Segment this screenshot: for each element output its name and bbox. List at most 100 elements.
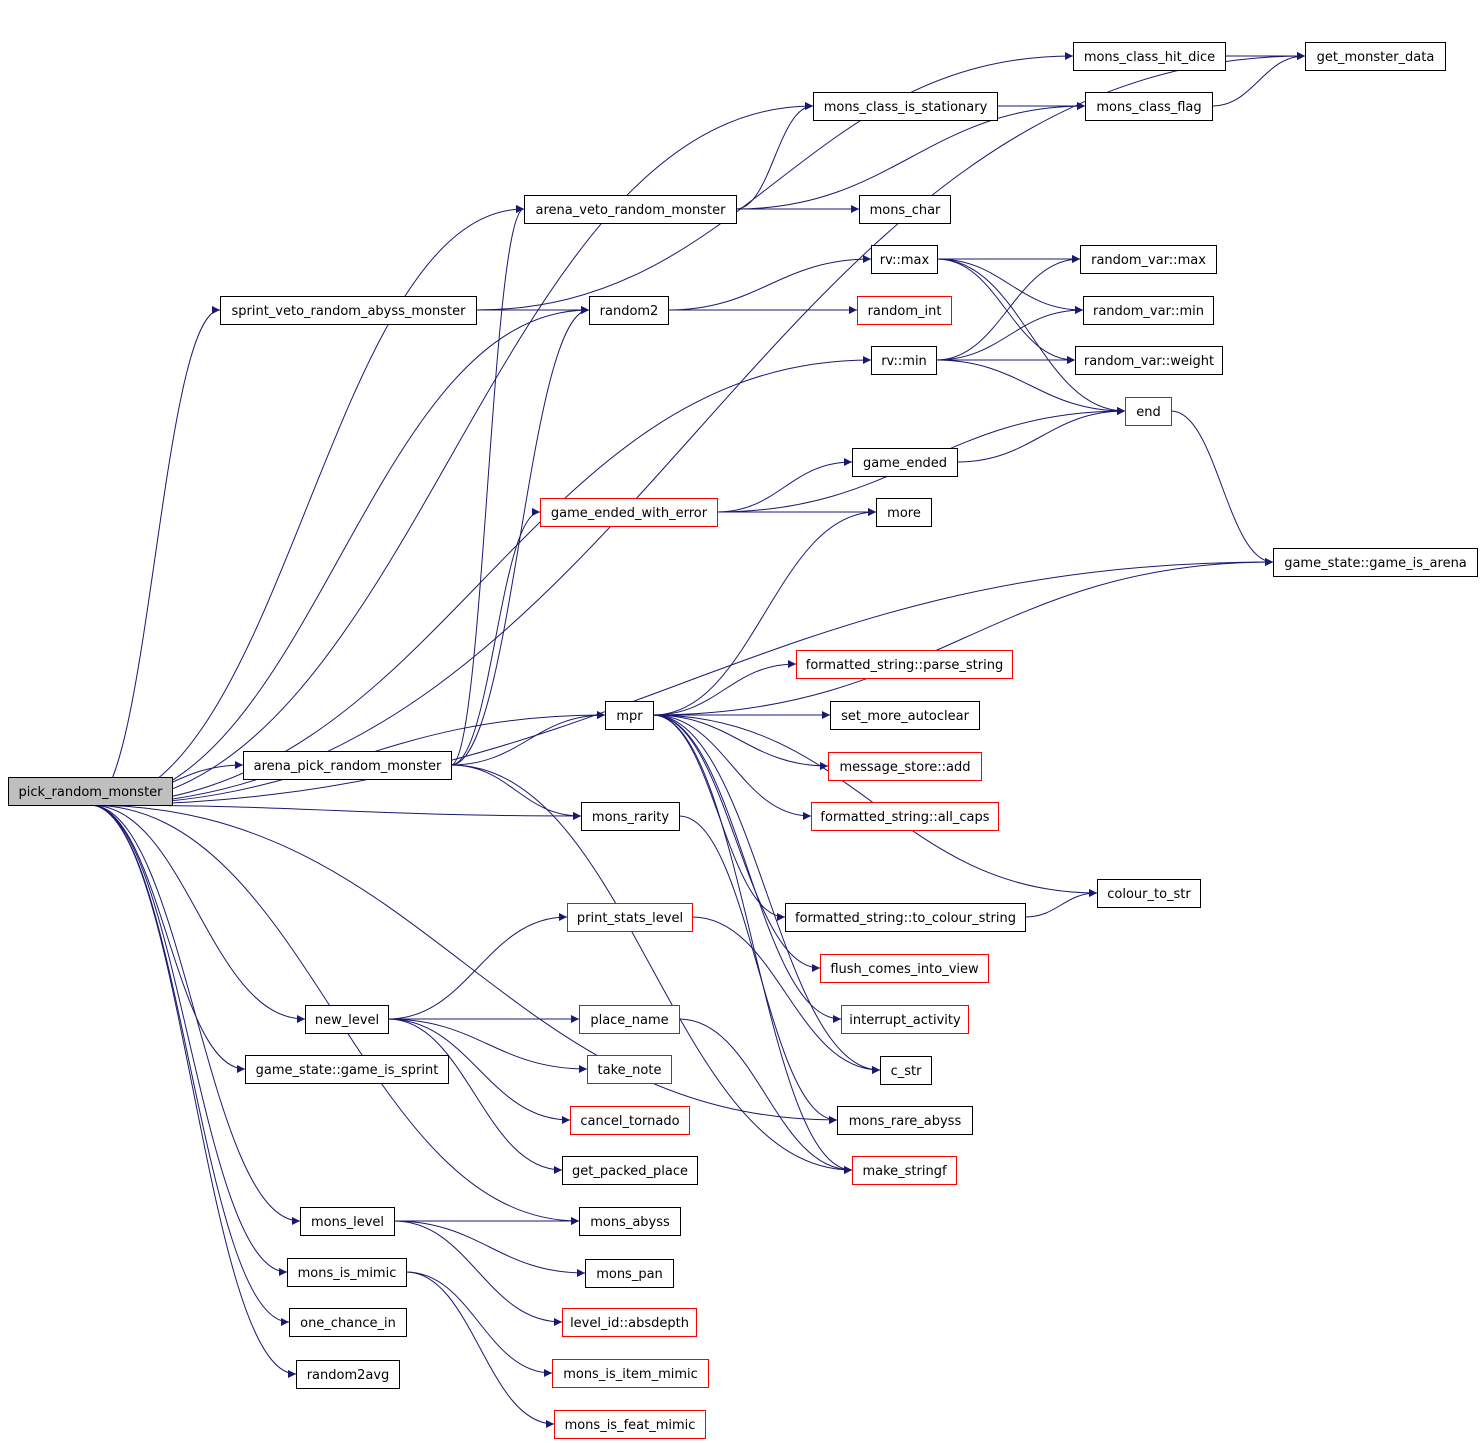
node-game-is-sprint[interactable]: game_state::game_is_sprint [245, 1055, 449, 1084]
edge-mpr-to-make_stringf [652, 714, 853, 1174]
node-label: one_chance_in [300, 1316, 396, 1331]
node-box [585, 1259, 674, 1288]
node-box [785, 903, 1026, 932]
node-mons-class-is-stationary[interactable]: mons_class_is_stationary [813, 92, 998, 121]
node-label: game_ended_with_error [551, 506, 708, 521]
edge-rv_min-to-random_var_min [935, 306, 1084, 361]
edge-mpr-to-game_is_arena [652, 558, 1274, 716]
node-mons-is-feat-mimic[interactable]: mons_is_feat_mimic [554, 1410, 706, 1439]
node-arena-veto-random-monster[interactable]: arena_veto_random_monster [524, 195, 737, 224]
node-label: game_state::game_is_arena [1284, 556, 1467, 571]
node-label: rv::max [880, 253, 930, 268]
node-label: make_stringf [862, 1164, 947, 1179]
node-game-ended-with-error[interactable]: game_ended_with_error [540, 498, 718, 527]
node-label: mons_class_flag [1096, 100, 1201, 115]
node-game-is-arena[interactable]: game_state::game_is_arena [1273, 548, 1478, 577]
node-rv-min[interactable]: rv::min [871, 346, 937, 375]
node-one-chance-in[interactable]: one_chance_in [289, 1308, 407, 1337]
node-box [587, 1055, 672, 1084]
node-rv-max[interactable]: rv::max [871, 245, 938, 274]
node-box [880, 1056, 932, 1085]
node-take-note[interactable]: take_note [587, 1055, 672, 1084]
node-label: c_str [891, 1064, 923, 1079]
node-mons-rarity[interactable]: mons_rarity [581, 802, 680, 831]
node-sprint-veto-random-abyss-monster[interactable]: sprint_veto_random_abyss_monster [220, 296, 477, 325]
node-pick-random-monster[interactable]: pick_random_monster [8, 777, 173, 806]
node-print-stats-level[interactable]: print_stats_level [567, 903, 693, 932]
node-game-ended[interactable]: game_ended [852, 448, 958, 477]
node-more[interactable]: more [876, 498, 932, 527]
node-box [296, 1360, 400, 1389]
edge-arena_pick_random_monster-to-game_ended_with_error [450, 508, 541, 766]
node-colour-to-str[interactable]: colour_to_str [1097, 879, 1201, 908]
edge-print_stats_level-to-c_str [691, 916, 881, 1074]
node-mons-is-mimic[interactable]: mons_is_mimic [287, 1258, 407, 1287]
node-label: random2avg [307, 1368, 390, 1383]
node-to-colour-string[interactable]: formatted_string::to_colour_string [785, 903, 1026, 932]
node-message-store-add[interactable]: message_store::add [828, 752, 982, 781]
node-label: mons_char [870, 203, 941, 218]
node-set-more-autoclear[interactable]: set_more_autoclear [830, 701, 980, 730]
node-label: formatted_string::all_caps [820, 810, 989, 825]
node-place-name[interactable]: place_name [579, 1005, 680, 1034]
node-mons-is-item-mimic[interactable]: mons_is_item_mimic [552, 1359, 709, 1388]
node-end[interactable]: end [1125, 397, 1172, 426]
node-random2avg[interactable]: random2avg [296, 1360, 400, 1389]
node-get-monster-data[interactable]: get_monster_data [1305, 42, 1446, 71]
node-mons-class-hit-dice[interactable]: mons_class_hit_dice [1073, 42, 1226, 71]
edge-mons_level-to-mons_pan [393, 1220, 586, 1277]
node-box [859, 195, 951, 224]
edge-mpr-to-interrupt_activity [652, 714, 842, 1023]
edge-place_name-to-make_stringf [678, 1018, 853, 1174]
node-random-int[interactable]: random_int [857, 296, 952, 325]
node-label: colour_to_str [1107, 887, 1191, 902]
node-absdepth[interactable]: level_id::absdepth [562, 1308, 697, 1337]
node-label: more [887, 506, 921, 521]
node-random-var-weight[interactable]: random_var::weight [1075, 346, 1223, 375]
node-mons-rare-abyss[interactable]: mons_rare_abyss [837, 1106, 973, 1135]
node-get-packed-place[interactable]: get_packed_place [562, 1156, 698, 1185]
node-label: mons_rare_abyss [849, 1114, 962, 1129]
node-new-level[interactable]: new_level [305, 1005, 389, 1034]
node-mons-level[interactable]: mons_level [300, 1207, 395, 1236]
node-box [852, 448, 958, 477]
edge-pick_random_monster-to-arena_veto_random_monster [89, 205, 525, 806]
node-random-var-min[interactable]: random_var::min [1083, 296, 1214, 325]
node-c-str[interactable]: c_str [880, 1056, 932, 1085]
node-mons-char[interactable]: mons_char [859, 195, 951, 224]
node-random-var-max[interactable]: random_var::max [1080, 245, 1217, 274]
node-make-stringf[interactable]: make_stringf [852, 1156, 957, 1185]
node-arena-pick-random-monster[interactable]: arena_pick_random_monster [243, 751, 452, 780]
node-label: interrupt_activity [849, 1013, 961, 1028]
node-all-caps[interactable]: formatted_string::all_caps [811, 802, 999, 831]
node-label: arena_veto_random_monster [536, 203, 727, 218]
node-parse-string[interactable]: formatted_string::parse_string [796, 650, 1013, 679]
node-interrupt-activity[interactable]: interrupt_activity [841, 1005, 969, 1034]
node-random2[interactable]: random2 [589, 296, 669, 325]
node-box [1073, 42, 1226, 71]
node-mons-class-flag[interactable]: mons_class_flag [1085, 92, 1213, 121]
node-box [552, 1359, 709, 1388]
edge-mons_is_mimic-to-mons_is_feat_mimic [405, 1271, 555, 1428]
node-box [245, 1055, 449, 1084]
node-box [852, 1156, 957, 1185]
node-box [220, 296, 477, 325]
node-box [871, 245, 938, 274]
node-flush-comes-into-view[interactable]: flush_comes_into_view [820, 954, 989, 983]
edge-mpr-to-c_str [652, 714, 881, 1074]
edge-arena_pick_random_monster-to-mpr [450, 711, 606, 766]
node-mons-abyss[interactable]: mons_abyss [579, 1207, 681, 1236]
node-box [589, 296, 669, 325]
node-box [300, 1207, 395, 1236]
node-box [796, 650, 1013, 679]
edge-pick_random_monster-to-get_monster_data [89, 52, 1306, 806]
node-box [579, 1005, 680, 1034]
edge-mpr-to-flush_comes_into_view [652, 714, 821, 972]
node-cancel-tornado[interactable]: cancel_tornado [570, 1106, 690, 1135]
edge-pick_random_monster-to-random2 [89, 306, 590, 806]
node-label: random2 [600, 304, 659, 319]
node-mpr[interactable]: mpr [605, 701, 654, 730]
node-mons-pan[interactable]: mons_pan [585, 1259, 674, 1288]
edge-mpr-to-parse_string [652, 660, 797, 716]
node-box [605, 701, 654, 730]
